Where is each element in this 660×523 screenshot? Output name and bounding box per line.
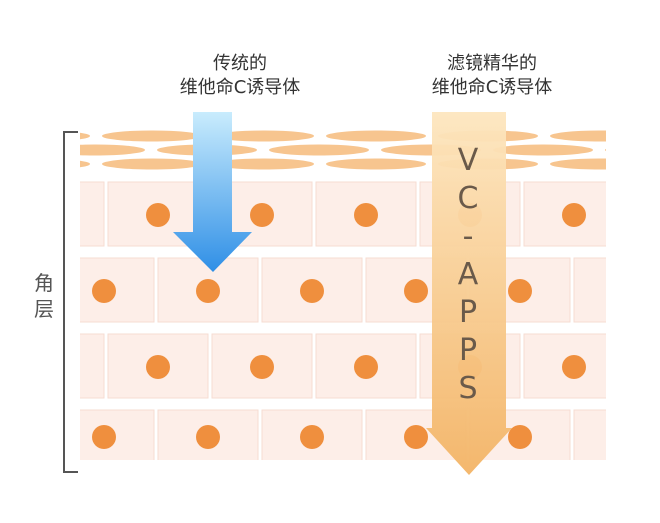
cell-nucleus: [508, 425, 532, 449]
stratum-flake: [605, 148, 606, 152]
cell-nucleus: [0, 279, 12, 303]
cell-nucleus: [92, 425, 116, 449]
stratum-flake: [102, 158, 202, 170]
layer-label: 角层: [34, 271, 54, 321]
stratum-flake: [550, 130, 606, 142]
stratum-flake: [326, 158, 426, 170]
cell-nucleus: [354, 355, 378, 379]
cell-nucleus: [508, 279, 532, 303]
layer-bracket: [63, 131, 78, 473]
vcapps-label: 滤镜精华的 维他命C诱导体: [392, 52, 592, 100]
vcapps-letter: C: [457, 181, 479, 216]
traditional-label-line1: 传统的: [213, 53, 267, 74]
cell-nucleus: [92, 279, 116, 303]
cell-nucleus: [562, 355, 586, 379]
cell-nucleus: [300, 279, 324, 303]
skin-cell: [80, 333, 105, 399]
cell-nucleus: [196, 279, 220, 303]
cell-nucleus: [0, 425, 12, 449]
skin-cell: [628, 334, 660, 398]
skin-tissue: [0, 130, 660, 462]
cell-nucleus: [42, 203, 66, 227]
stratum-flake: [493, 144, 593, 156]
vcapps-label-line2: 维他命C诱导体: [431, 77, 553, 98]
stratum-flake: [326, 130, 426, 142]
stratum-flake: [80, 144, 145, 156]
vcapps-letter: A: [457, 257, 479, 292]
skin-cell: [573, 409, 606, 460]
vcapps-letter: P: [458, 333, 478, 368]
vcapps-letter: S: [458, 371, 478, 406]
traditional-label: 传统的 维他命C诱导体: [150, 52, 330, 100]
skin-cell: [0, 410, 50, 462]
vcapps-label-line1: 滤镜精华的: [447, 53, 537, 74]
stratum-flake: [102, 130, 202, 142]
stratum-flake: [80, 132, 90, 140]
cell-nucleus: [612, 279, 636, 303]
cell-nucleus: [196, 425, 220, 449]
vcapps-letter: P: [458, 295, 478, 330]
cell-nucleus: [250, 355, 274, 379]
stratum-flake: [214, 158, 314, 170]
cell-nucleus: [146, 203, 170, 227]
cell-nucleus: [404, 279, 428, 303]
cell-nucleus: [300, 425, 324, 449]
stratum-flake: [214, 130, 314, 142]
stratum-flake: [550, 158, 606, 170]
stratum-flake: [80, 160, 90, 168]
vcapps-arrow: [426, 112, 512, 475]
cell-nucleus: [612, 425, 636, 449]
traditional-arrow: [173, 112, 252, 272]
skin-cell: [80, 181, 105, 247]
traditional-label-line2: 维他命C诱导体: [179, 77, 301, 98]
vcapps-letter: V: [457, 143, 479, 178]
cell-nucleus: [146, 355, 170, 379]
skin-cell: [261, 409, 363, 460]
skin-cell: [628, 182, 660, 246]
cell-nucleus: [404, 425, 428, 449]
cell-nucleus: [42, 355, 66, 379]
cell-nucleus: [562, 203, 586, 227]
stratum-flake: [269, 144, 369, 156]
cell-nucleus: [250, 203, 274, 227]
cell-nucleus: [354, 203, 378, 227]
skin-cell: [573, 257, 606, 323]
vcapps-letter: -: [462, 219, 474, 254]
